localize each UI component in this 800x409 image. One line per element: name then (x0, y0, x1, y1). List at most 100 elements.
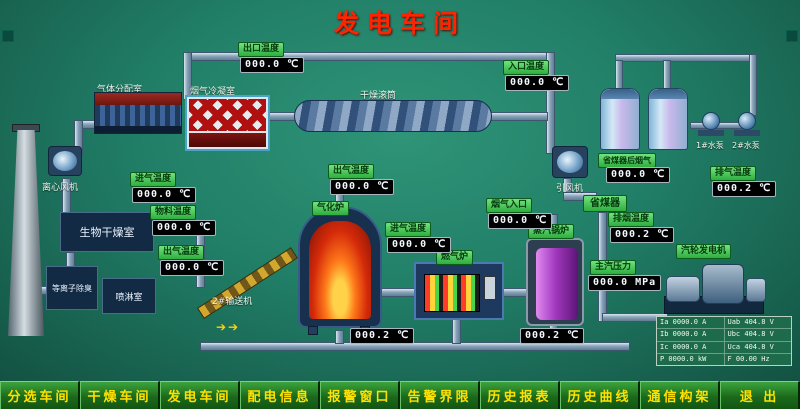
table-cell: Ic 0000.0 A (657, 341, 725, 353)
generator-readings-table: Ia 0000.0 A Uab 404.8 V Ib 0000.0 A Ubc … (656, 316, 792, 366)
corner-marker (786, 30, 798, 42)
menu-item-exit[interactable]: 退 出 (720, 381, 800, 409)
drying-inlet-temp-label: 进气温度 (130, 172, 177, 187)
flue-inlet-temp-value: 000.0 ℃ (488, 213, 553, 229)
gasifier-leg (308, 326, 318, 335)
steam-boiler (526, 238, 584, 326)
gas-distribution-room (94, 92, 182, 134)
pump-2-icon (734, 112, 760, 136)
induced-fan-icon (552, 146, 588, 178)
economizer-label: 省煤器 (583, 195, 627, 212)
turbine-cylinder (746, 278, 766, 302)
table-cell: Ib 0000.0 A (657, 329, 725, 341)
pipe (663, 60, 671, 90)
pump-base (698, 130, 724, 136)
bottom-menu-bar: 分选车间 干燥车间 发电车间 配电信息 报警窗口 告警界限 历史报表 历史曲线 … (0, 381, 800, 409)
induced-fan-label: 引风机 (556, 184, 584, 194)
table-row: Ic 0000.0 A Uca 404.8 V (657, 341, 791, 354)
conveyor-2 (196, 247, 298, 319)
spray-room: 喷淋室 (102, 278, 156, 314)
pipe (380, 288, 416, 297)
gasifier-outlet-temp-value: 000.0 ℃ (330, 179, 395, 195)
menu-item-communication-frame[interactable]: 通信构架 (640, 381, 720, 409)
table-cell: Uab 404.8 V (727, 318, 774, 326)
turbine-generator-label: 汽轮发电机 (676, 244, 732, 259)
pump-head (738, 112, 756, 130)
gas-inlet-temp-label: 进气温度 (385, 222, 432, 237)
chimney (8, 130, 44, 336)
gasifier-label: 气化炉 (312, 201, 350, 216)
inlet-temp-top-value: 000.0 ℃ (505, 75, 570, 91)
exhaust-temp-right-value: 000.2 ℃ (712, 181, 777, 197)
menu-item-history-curve[interactable]: 历史曲线 (560, 381, 640, 409)
pump-2-label: 2#水泵 (732, 141, 760, 150)
menu-item-alarm-window[interactable]: 报警窗口 (320, 381, 400, 409)
menu-item-power-workshop[interactable]: 发电车间 (160, 381, 240, 409)
pipe (200, 342, 630, 351)
economizer-flue-temp-value: 000.0 ℃ (606, 167, 671, 183)
outlet-temp-top-value: 000.0 ℃ (240, 57, 305, 73)
menu-item-sorting-workshop[interactable]: 分选车间 (0, 381, 80, 409)
pump-head (702, 112, 720, 130)
flow-arrows-icon (216, 320, 240, 334)
smoke-exhaust-temp-value: 000.2 ℃ (610, 227, 675, 243)
water-tank-2 (648, 88, 688, 150)
pipe (268, 112, 296, 121)
condenser-zigzag (189, 99, 266, 131)
table-row: Ib 0000.0 A Ubc 404.8 V (657, 329, 791, 342)
outlet-temp-top-label: 出口温度 (238, 42, 285, 57)
pump-base (734, 130, 760, 136)
gas-furnace-screen (424, 274, 480, 312)
drying-inlet-temp-value: 000.0 ℃ (132, 187, 197, 203)
water-tank-1 (600, 88, 640, 150)
gasifier-flame (309, 221, 371, 319)
menu-item-history-report[interactable]: 历史报表 (480, 381, 560, 409)
gas-furnace-outlet-value: 000.2 ℃ (350, 328, 415, 344)
pipe (502, 288, 528, 297)
drying-outlet-temp-label: 出气温度 (158, 245, 205, 260)
pipe (452, 318, 461, 344)
turbine-cylinder (666, 276, 700, 302)
table-cell: Ubc 404.8 V (727, 330, 774, 339)
pipe (615, 54, 757, 62)
table-cell: Uca 404.8 V (727, 342, 774, 351)
menu-item-alarm-limits[interactable]: 告警界限 (400, 381, 480, 409)
gas-furnace-panel (484, 276, 496, 300)
centrifugal-fan-label: 离心风机 (42, 183, 79, 193)
page-title: 发电车间 (333, 9, 466, 38)
pump-1-label: 1#水泵 (696, 141, 724, 150)
gas-inlet-temp-value: 000.0 ℃ (387, 237, 452, 253)
gas-distribution-room-label: 气体分配室 (97, 85, 143, 95)
steam-boiler-core (536, 248, 578, 320)
gasifier-outlet-temp-label: 出气温度 (328, 164, 375, 179)
bio-drying-room: 生物干燥室 (60, 212, 154, 252)
drying-drum-label: 干燥滚筒 (360, 91, 397, 101)
generator-body (702, 264, 744, 304)
pipe (749, 54, 757, 116)
pump-1-icon (698, 112, 724, 136)
drying-outlet-temp-value: 000.0 ℃ (160, 260, 225, 276)
gas-furnace-label: 燃气炉 (436, 250, 474, 265)
menu-item-drying-workshop[interactable]: 干燥车间 (80, 381, 160, 409)
flue-condenser-label: 烟气冷凝室 (190, 87, 236, 97)
conveyor-2-label: 2#输送机 (212, 297, 253, 307)
mimic-area: 发电车间 气体分配室 烟气冷凝室 (0, 0, 800, 381)
menu-item-power-distribution[interactable]: 配电信息 (240, 381, 320, 409)
table-cell: P 0000.0 kW (657, 353, 725, 365)
pipe (490, 112, 548, 121)
exhaust-temp-right-label: 排气温度 (710, 166, 757, 181)
flue-inlet-temp-label: 烟气入口 (486, 198, 533, 213)
economizer-flue-temp-label: 省煤器后烟气 (598, 153, 656, 168)
pipe (546, 52, 555, 154)
table-row: P 0000.0 kW F 00.00 Hz (657, 353, 791, 365)
main-steam-pressure-value: 000.0 MPa (588, 275, 662, 291)
table-cell: F 00.00 Hz (727, 354, 770, 363)
boiler-outlet-value: 000.2 ℃ (520, 328, 585, 344)
table-row: Ia 0000.0 A Uab 404.8 V (657, 317, 791, 330)
table-cell: Ia 0000.0 A (657, 317, 725, 329)
pipe (615, 60, 623, 90)
material-temp-label: 物料温度 (150, 205, 197, 220)
smoke-exhaust-temp-label: 排烟温度 (608, 212, 655, 227)
material-temp-value: 000.0 ℃ (152, 220, 217, 236)
gasifier-vessel (298, 206, 382, 328)
